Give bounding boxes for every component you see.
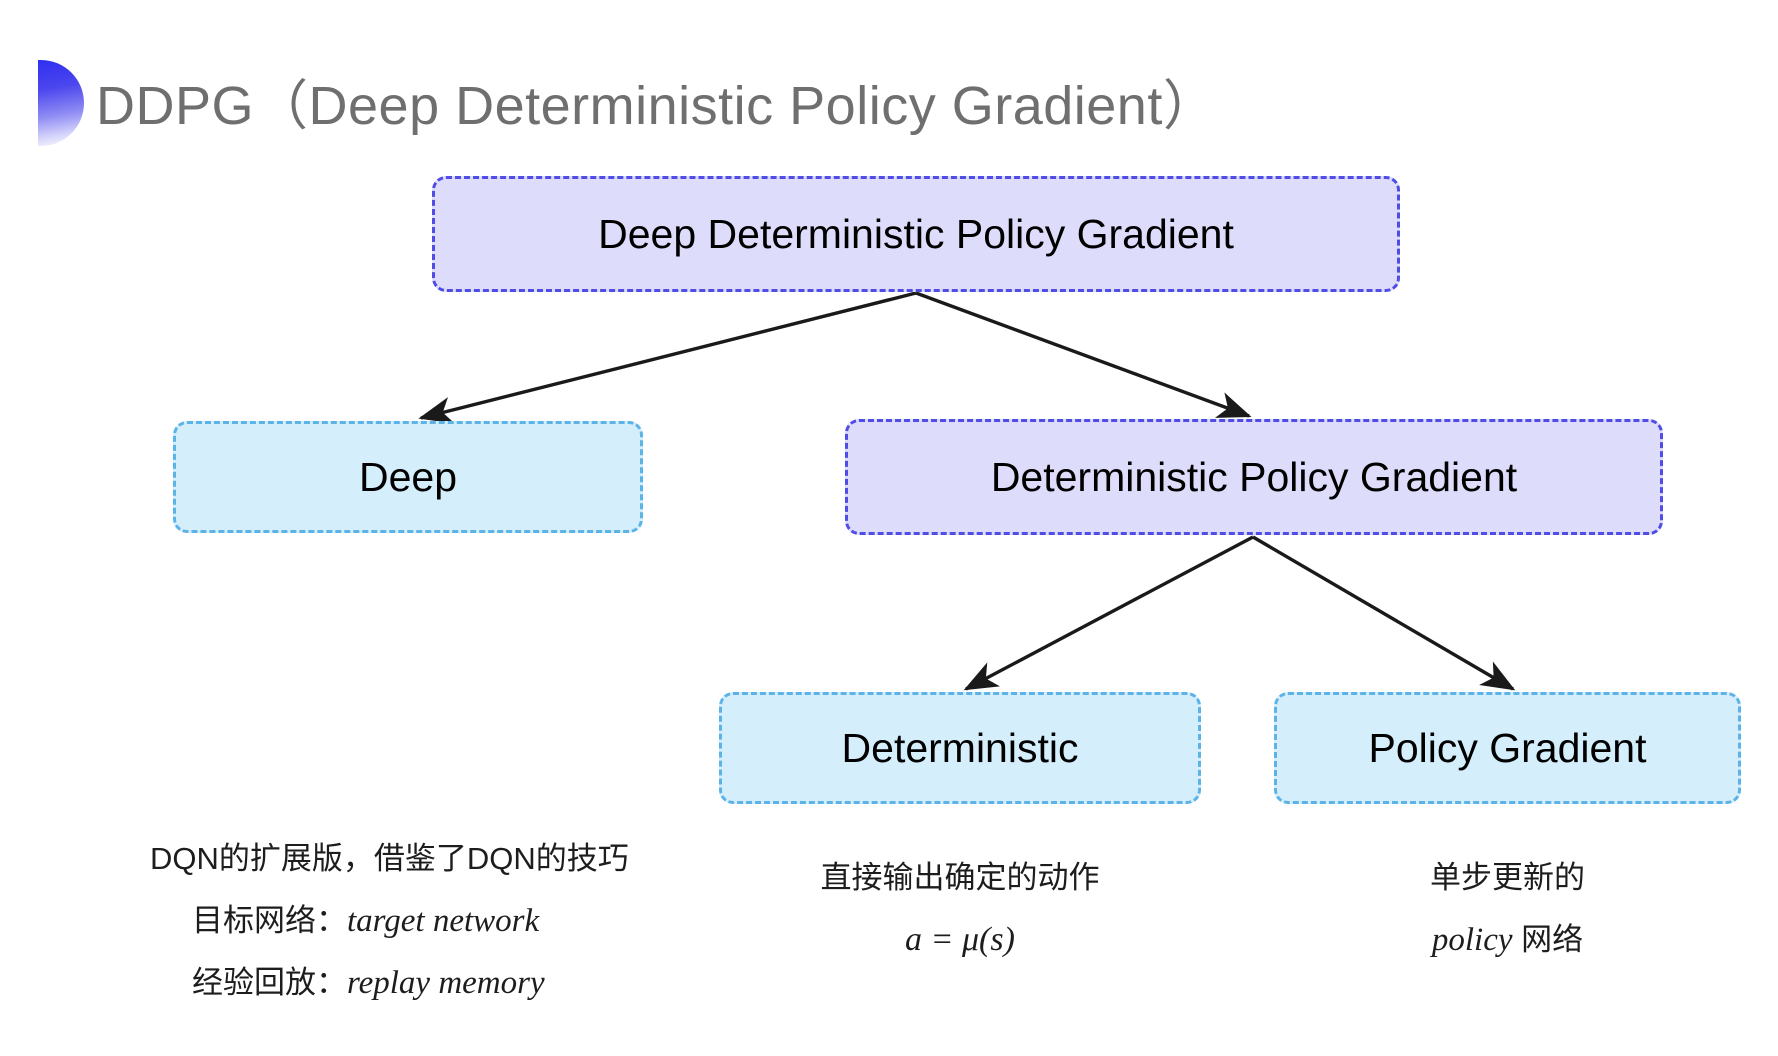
caption-deterministic: 直接输出确定的动作 a = μ(s) (719, 847, 1201, 971)
edge-dpg-to-deterministic (963, 535, 1254, 691)
caption-policy-gradient-term: policy (1431, 922, 1513, 958)
caption-deep-line3-label: 经验回放： (192, 965, 347, 1000)
node-deterministic-policy-gradient[interactable]: Deterministic Policy Gradient (845, 419, 1663, 535)
caption-deep-line3: 经验回放：replay memory (150, 952, 629, 1014)
caption-deep-line2-term: target network (347, 903, 540, 939)
node-deep-deterministic-policy-gradient[interactable]: Deep Deterministic Policy Gradient (432, 176, 1400, 292)
caption-deep-line2: 目标网络：target network (150, 890, 629, 952)
node-deep[interactable]: Deep (173, 421, 643, 533)
caption-deep-line1: DQN的扩展版，借鉴了DQN的技巧 (150, 841, 629, 876)
caption-policy-gradient-line2: policy 网络 (1274, 909, 1741, 971)
edge-dpg-to-policy-gradient (1252, 535, 1516, 691)
caption-deep-line2-label: 目标网络： (192, 903, 347, 938)
edge-root-to-dpg (915, 291, 1252, 418)
caption-policy-gradient-suffix: 网络 (1512, 922, 1584, 957)
page-title: DDPG（Deep Deterministic Policy Gradient） (96, 76, 1218, 136)
title-accent-icon (38, 60, 84, 146)
caption-deep-line3-term: replay memory (347, 965, 545, 1001)
caption-policy-gradient: 单步更新的 policy 网络 (1274, 847, 1741, 971)
node-policy-gradient[interactable]: Policy Gradient (1274, 692, 1741, 804)
node-deterministic[interactable]: Deterministic (719, 692, 1201, 804)
edge-root-to-deep (418, 291, 917, 424)
caption-deterministic-line1: 直接输出确定的动作 (820, 860, 1100, 895)
caption-deep: DQN的扩展版，借鉴了DQN的技巧 目标网络：target network 经验… (150, 828, 629, 1014)
caption-deterministic-formula: a = μ(s) (905, 921, 1015, 958)
caption-policy-gradient-line1: 单步更新的 (1430, 860, 1585, 895)
